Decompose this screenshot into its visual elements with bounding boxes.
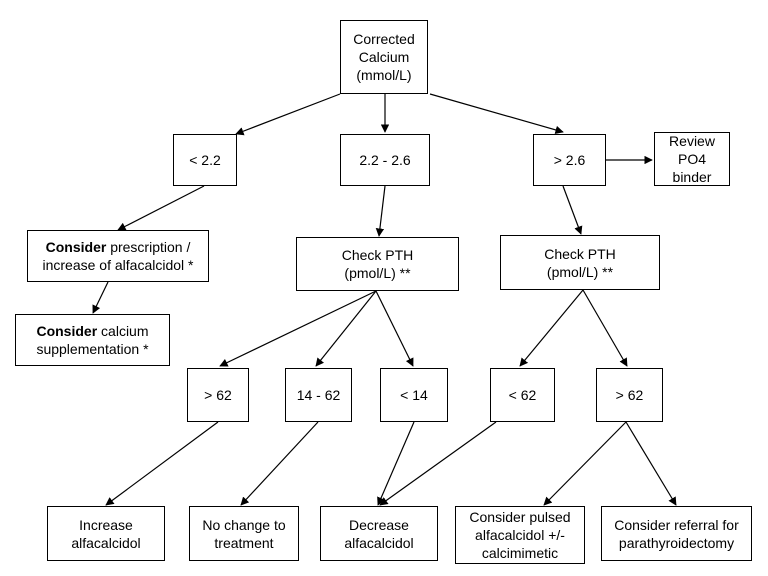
arrow-pth-to-14-62 — [315, 290, 377, 367]
arrow-gt62-to-referral — [625, 421, 677, 506]
arrow-gt26-to-pth — [562, 185, 583, 235]
consider-calcium-label: Consider calcium supplementation * — [36, 323, 149, 357]
range-lt-2-2-node: < 2.2 — [173, 134, 237, 186]
pth-14-62-label: 14 - 62 — [296, 387, 341, 403]
pth-lt-14-node: < 14 — [380, 368, 448, 422]
range-2-2-2-6-node: 2.2 - 2.6 — [340, 134, 430, 186]
corrected-calcium-label: Corrected Calcium (mmol/L) — [353, 31, 415, 83]
pth-gt-62-left-label: > 62 — [204, 387, 232, 403]
pth-lt-62-node: < 62 — [490, 368, 555, 422]
review-po4-binder-node: Review PO4 binder — [654, 132, 730, 186]
arrow-pth-to-lt62 — [519, 289, 584, 367]
consider-referral-node: Consider referral for parathyroidectomy — [601, 506, 752, 561]
pth-lt-62-label: < 62 — [508, 387, 537, 403]
check-pth-mid-node: Check PTH (pmol/L) ** — [296, 237, 459, 291]
decrease-alfacalcidol-label: Decrease alfacalcidol — [344, 516, 414, 551]
arrow-mid-to-pth — [375, 185, 386, 237]
arrow-14-62-to-nochange — [240, 421, 319, 506]
consider-pulsed-label: Consider pulsed alfacalcidol +/- calcimi… — [469, 509, 571, 561]
arrow-pth-to-gt62 — [582, 289, 628, 367]
review-po4-binder-label: Review PO4 binder — [669, 133, 715, 185]
arrow-lt62-to-decrease — [379, 421, 497, 506]
consider-prescription-node: Consider prescription / increase of alfa… — [27, 230, 209, 282]
arrow-pth-to-lt14 — [375, 290, 414, 367]
increase-alfacalcidol-node: Increase alfacalcidol — [47, 506, 165, 561]
no-change-label: No change to treatment — [202, 516, 286, 551]
arrow-calcium-to-gt26 — [429, 93, 564, 134]
pth-gt-62-right-node: > 62 — [596, 368, 663, 422]
pth-14-62-node: 14 - 62 — [285, 368, 352, 422]
pth-lt-14-label: < 14 — [400, 387, 428, 403]
range-gt-2-6-node: > 2.6 — [533, 134, 606, 186]
check-pth-right-label: Check PTH (pmol/L) ** — [544, 245, 616, 280]
corrected-calcium-node: Corrected Calcium (mmol/L) — [340, 20, 428, 94]
range-2-2-2-6-label: 2.2 - 2.6 — [359, 152, 411, 168]
consider-prescription-label: Consider prescription / increase of alfa… — [42, 239, 194, 273]
arrow-presc-to-calcium — [92, 281, 109, 314]
no-change-node: No change to treatment — [189, 506, 299, 561]
pth-gt-62-left-node: > 62 — [187, 368, 249, 422]
check-pth-mid-label: Check PTH (pmol/L) ** — [341, 247, 414, 281]
consider-calcium-node: Consider calcium supplementation * — [15, 314, 170, 366]
consider-pulsed-node: Consider pulsed alfacalcidol +/- calcimi… — [455, 506, 585, 564]
arrow-gt62-to-pulsed — [543, 421, 627, 506]
arrow-lt22-to-consider-presc — [117, 185, 205, 231]
check-pth-right-node: Check PTH (pmol/L) ** — [500, 235, 660, 290]
arrow-lt14-to-decrease — [377, 421, 415, 506]
range-lt-2-2-label: < 2.2 — [189, 152, 221, 168]
increase-alfacalcidol-label: Increase alfacalcidol — [71, 516, 141, 551]
decrease-alfacalcidol-node: Decrease alfacalcidol — [320, 506, 438, 561]
arrow-pth-to-gt62 — [219, 290, 377, 367]
pth-gt-62-right-label: > 62 — [615, 387, 644, 403]
arrow-gt62-to-increase — [105, 421, 219, 506]
arrow-calcium-to-lt22 — [235, 93, 341, 136]
range-gt-2-6-label: > 2.6 — [553, 152, 586, 168]
consider-referral-label: Consider referral for parathyroidectomy — [614, 516, 739, 551]
